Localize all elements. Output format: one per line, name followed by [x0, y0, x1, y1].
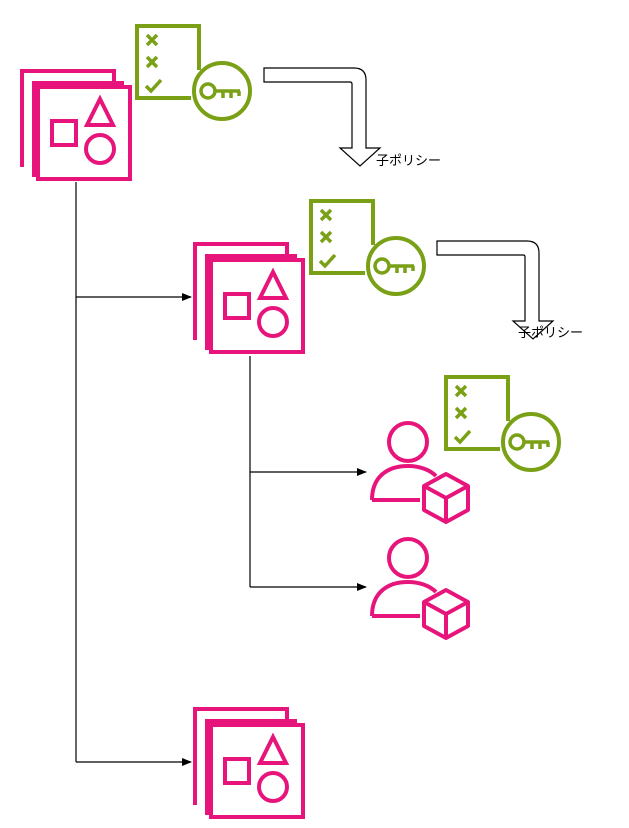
account-1-icon[interactable] [370, 421, 470, 524]
child-ou-icon[interactable] [193, 242, 305, 354]
bottom-ou-icon[interactable] [193, 707, 305, 819]
account-2-icon[interactable] [370, 537, 470, 640]
inherit-arrow-icon-1 [263, 67, 381, 167]
child-policy-label-2: 子ポリシー [518, 326, 584, 341]
root-ou-icon[interactable] [20, 69, 132, 181]
child-connectors [249, 356, 367, 591]
account-policy-icon[interactable] [444, 375, 561, 472]
root-policy-icon[interactable] [135, 24, 252, 121]
child-policy-label-1: 子ポリシー [376, 154, 442, 169]
child-policy-icon[interactable] [309, 199, 426, 296]
root-connectors [75, 182, 192, 766]
